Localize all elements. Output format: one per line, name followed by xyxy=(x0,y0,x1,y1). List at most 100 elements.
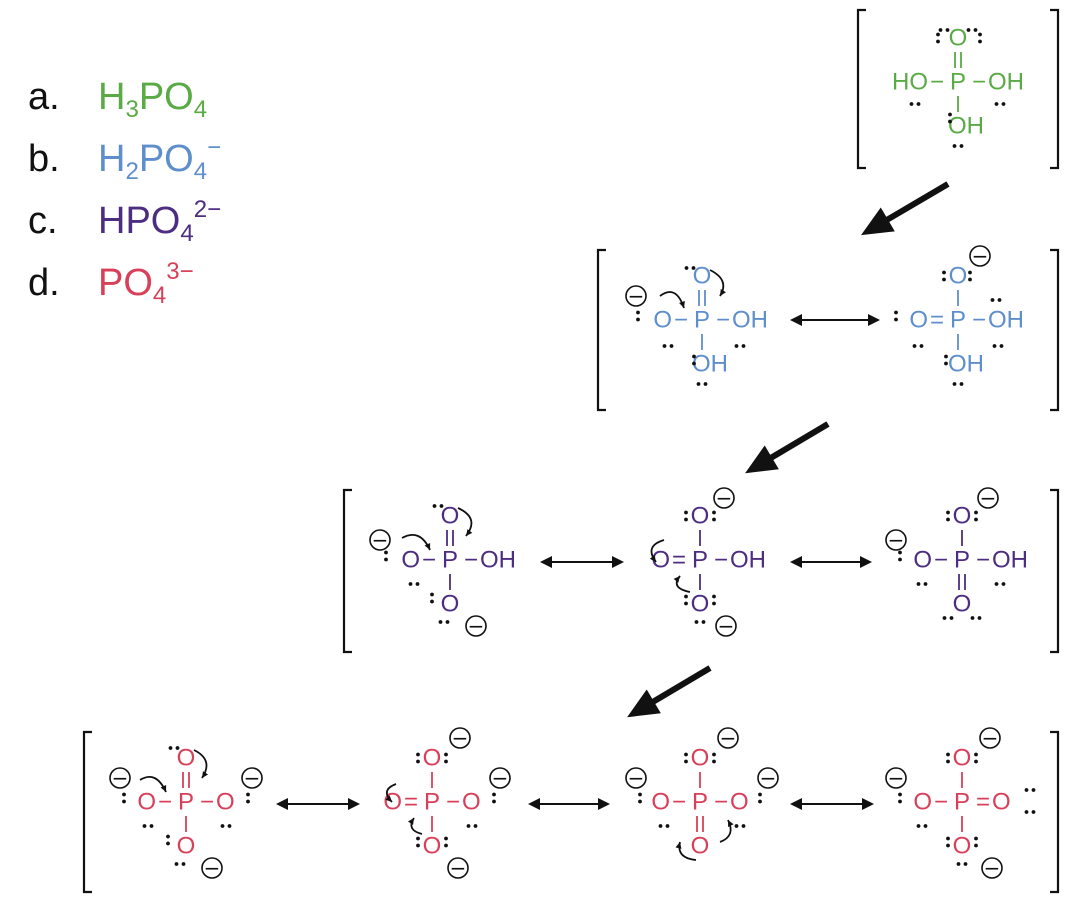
atom-oxygen-top: O xyxy=(441,503,460,530)
atom-bottom: O xyxy=(177,833,196,860)
electron-dot xyxy=(692,361,696,366)
atom-phosphorus: P xyxy=(692,789,708,816)
lone-pair xyxy=(734,824,746,828)
electron-dot xyxy=(916,582,921,586)
reaction-arrow-head xyxy=(861,207,895,236)
lone-pair xyxy=(758,792,762,804)
lone-pair xyxy=(684,510,688,522)
electron-arrow-head xyxy=(160,785,167,792)
atom-oxygen-top: O xyxy=(693,263,712,290)
electron-dot xyxy=(974,510,978,515)
lone-pair xyxy=(992,344,1004,348)
atom-oxygen-top: O xyxy=(177,745,196,772)
electron-arrow-head xyxy=(649,555,656,562)
negative-charge: − xyxy=(981,856,1003,880)
charge-sign: − xyxy=(760,766,777,790)
negative-charge: − xyxy=(757,766,779,790)
electron-dot xyxy=(1001,582,1006,586)
species-formula-h3po4: H3PO4 xyxy=(98,76,207,122)
electron-dot xyxy=(181,862,186,866)
electron-dot xyxy=(684,601,688,606)
electron-dot xyxy=(898,799,902,804)
lone-pair xyxy=(1024,810,1036,814)
electron-dot xyxy=(246,792,250,797)
electron-dot xyxy=(712,517,716,522)
negative-charge: − xyxy=(717,726,739,750)
electron-dot xyxy=(946,510,950,515)
charge-circle xyxy=(109,767,131,789)
electron-dot xyxy=(946,836,950,841)
bond-left: = xyxy=(930,307,944,334)
charge-circle xyxy=(625,285,647,307)
electron-arrow-head xyxy=(673,576,680,583)
charge-circle xyxy=(885,529,907,551)
electron-dot xyxy=(1031,788,1036,792)
lone-pair xyxy=(978,32,982,44)
lone-pair xyxy=(994,102,1006,106)
negative-charge: − xyxy=(713,486,735,510)
electron-dot xyxy=(694,620,699,624)
atom-right: OH xyxy=(732,307,768,334)
lone-pair xyxy=(944,354,948,366)
lone-pair xyxy=(952,144,964,148)
electron-dot xyxy=(978,39,982,44)
electron-dot xyxy=(430,599,434,604)
species-label: d. xyxy=(28,261,60,304)
charge-circle xyxy=(447,857,469,879)
bond-left: − xyxy=(422,547,436,574)
resonance-arrow-head xyxy=(790,798,802,810)
atom-phosphorus: P xyxy=(954,789,970,816)
resonance-arrow-head xyxy=(790,556,802,568)
atom-phosphorus: P xyxy=(950,307,966,334)
electron-dot xyxy=(174,862,179,866)
formula-subscript: 3 xyxy=(125,95,139,123)
atom-left: O xyxy=(401,547,420,574)
electron-dot xyxy=(909,102,914,106)
electron-dot xyxy=(994,102,999,106)
bond-right: = xyxy=(976,789,990,816)
lone-pair xyxy=(1024,788,1036,792)
formula-charge: 3− xyxy=(166,257,194,285)
electron-dot xyxy=(974,843,978,848)
charge-sign: − xyxy=(244,766,261,790)
atom-phosphorus: P xyxy=(950,69,966,96)
electron-dot xyxy=(898,550,902,555)
electron-dot xyxy=(949,616,954,620)
negative-charge: − xyxy=(241,766,263,790)
species-formula-po4: PO43− xyxy=(98,259,194,307)
electron-dot xyxy=(415,582,420,586)
formula-subscript: 4 xyxy=(193,157,208,185)
bond-right: − xyxy=(446,789,460,816)
electron-dot xyxy=(384,557,388,562)
electron-arrow-head xyxy=(675,842,682,849)
lone-pair xyxy=(168,746,180,750)
species-label: a. xyxy=(28,75,60,118)
electron-arrow-head xyxy=(720,289,726,296)
electron-dot xyxy=(384,550,388,555)
lone-pair xyxy=(938,28,950,32)
electron-dot xyxy=(416,752,420,757)
atom-left: O xyxy=(137,789,156,816)
negative-charge: − xyxy=(449,726,471,750)
electron-dot xyxy=(701,620,706,624)
species-label: c. xyxy=(28,199,58,242)
electron-arrow-head xyxy=(728,820,734,827)
atom-bottom: O xyxy=(441,591,460,618)
charge-sign: − xyxy=(112,766,129,790)
lone-pair xyxy=(438,620,450,624)
lone-pair xyxy=(416,836,420,848)
electron-dot xyxy=(636,317,640,322)
formula-part: PO xyxy=(138,137,194,180)
electron-dot xyxy=(684,266,689,270)
electron-dot xyxy=(712,510,716,515)
electron-dot xyxy=(946,517,950,522)
electron-dot xyxy=(658,824,663,828)
species-item-a: a. H3PO4 xyxy=(28,66,221,128)
electron-dot xyxy=(445,620,450,624)
lone-pair xyxy=(936,32,940,44)
atom-right: O xyxy=(730,789,749,816)
electron-dot xyxy=(430,592,434,597)
electron-dot xyxy=(894,317,898,322)
negative-charge: − xyxy=(447,856,469,880)
electron-dot xyxy=(1031,810,1036,814)
